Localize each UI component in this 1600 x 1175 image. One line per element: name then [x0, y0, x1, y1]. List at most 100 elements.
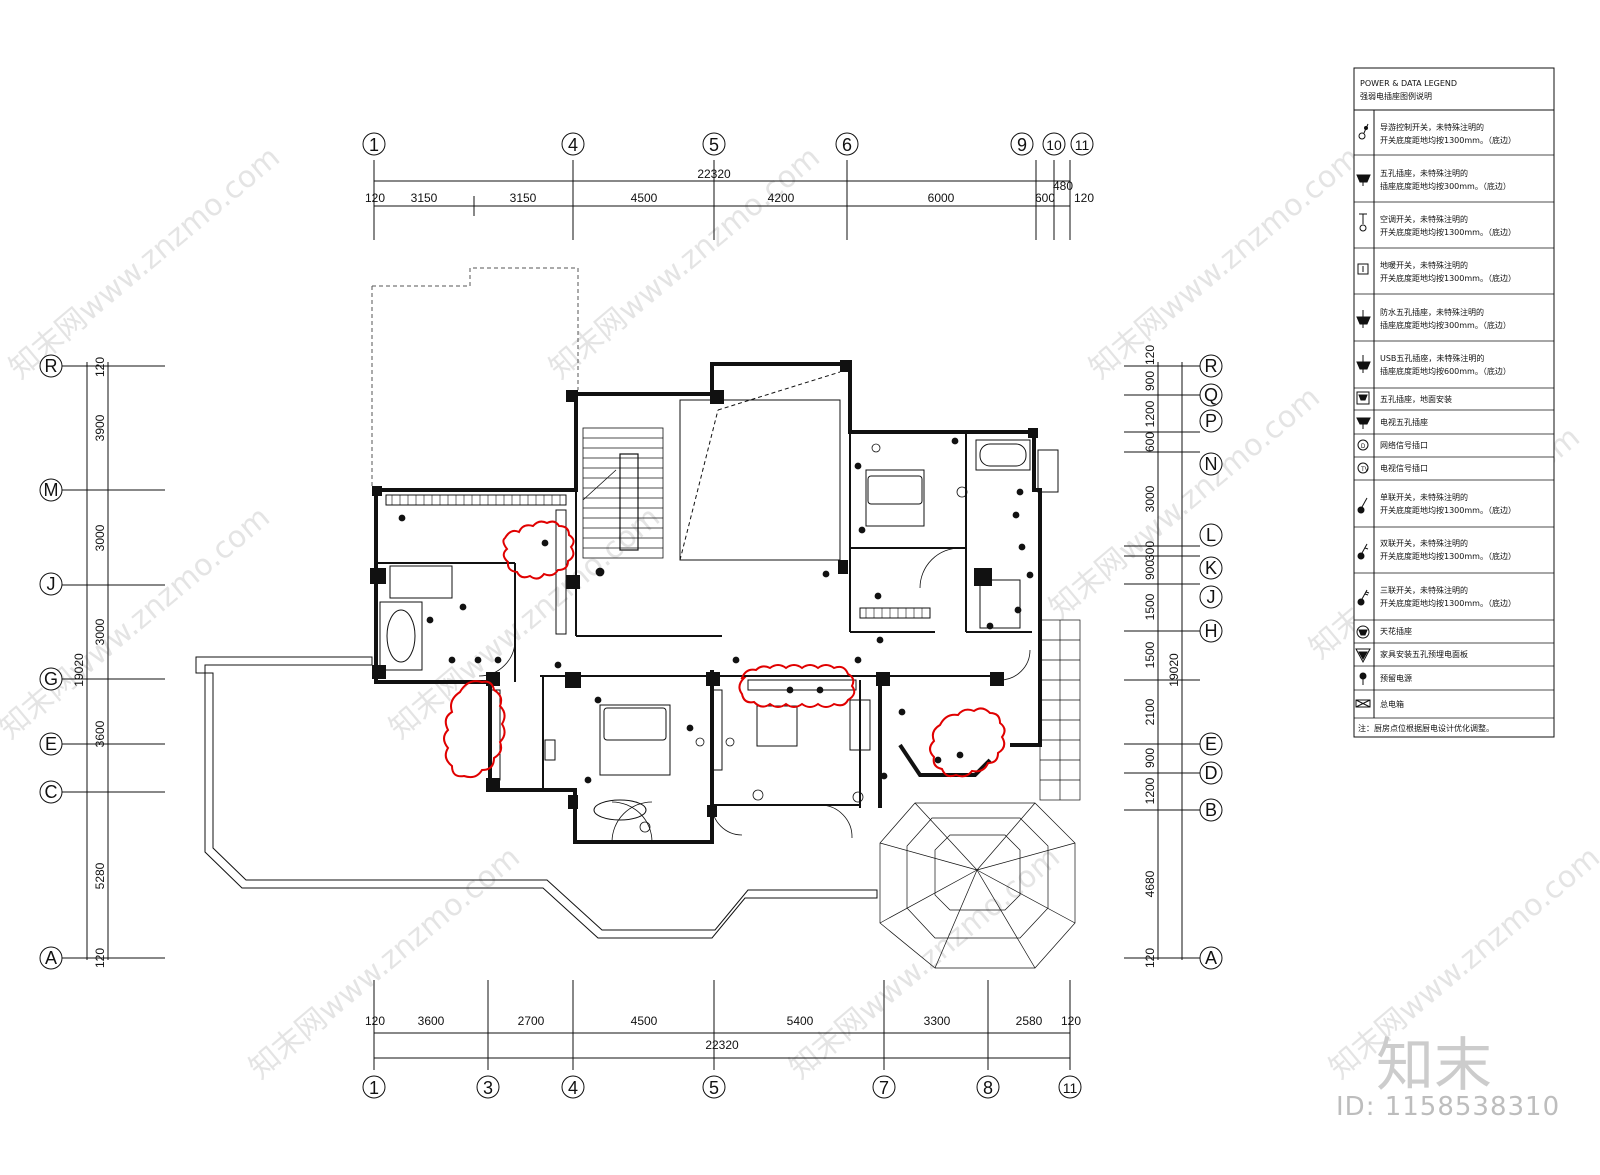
top-dim-4: 4200: [768, 191, 795, 205]
right-axis-P: P: [1205, 411, 1217, 431]
legend-table: POWER & DATA LEGEND 强弱电插座图例说明: [1353, 67, 1555, 738]
waterproof-socket-icon: [1356, 310, 1371, 328]
bottom-dim-7: 120: [1061, 1014, 1081, 1028]
right-dim-11: 1200: [1143, 777, 1157, 804]
tv-signal-port-icon: TV: [1357, 462, 1369, 474]
top-dim-3: 4500: [631, 191, 658, 205]
socket-5hole-icon: [1356, 174, 1371, 186]
legend-item-label: 开关底度距地均按1300mm。（底边）: [1380, 273, 1516, 283]
bottom-axis-3: 3: [483, 1078, 493, 1098]
legend-item-label: 三联开关，未特殊注明的: [1380, 585, 1468, 595]
top-dim-2: 3150: [510, 191, 537, 205]
watermark-text: 知末网www.znzmo.com: [3, 140, 287, 386]
tv-socket-icon: [1356, 417, 1371, 429]
legend-item-label: USB五孔插座，未特殊注明的: [1380, 353, 1484, 363]
bottom-axis-11: 11: [1063, 1080, 1078, 1096]
legend-title-cn: 强弱电插座图例说明: [1360, 91, 1432, 101]
exterior-walls: [374, 362, 1042, 844]
top-axis-9: 9: [1017, 135, 1027, 155]
legend-item-label: 开关底度距地均按1300mm。（底边）: [1380, 505, 1516, 515]
watermark-text: 知末网www.znzmo.com: [0, 500, 277, 746]
legend-item-label: 五孔插座，未特殊注明的: [1380, 168, 1468, 178]
right-axis-B: B: [1205, 800, 1217, 820]
bottom-dimension-labels: 120 3600 2700 4500 5400 3300 2580 120 22…: [365, 1014, 1081, 1052]
triple-switch-icon: [1357, 589, 1370, 606]
left-dim-4: 3600: [93, 720, 107, 747]
legend-item-label: 导游控制开关，未特殊注明的: [1380, 122, 1484, 132]
ceiling-socket-icon: [1356, 625, 1370, 639]
top-dimension-labels: 22320 120 3150 3150 4500 4200 6000 600 4…: [365, 167, 1094, 205]
right-dim-2: 1200: [1143, 400, 1157, 427]
svg-text:D: D: [1361, 444, 1366, 450]
top-axis-labels: 1 4 5 6 9 10 11: [369, 135, 1089, 155]
window-ticks: [391, 495, 923, 618]
top-axis-4: 4: [568, 135, 578, 155]
bottom-dimension-lines: [373, 980, 1071, 1070]
left-total-dim: 19020: [72, 653, 86, 687]
top-axis-1: 1: [369, 135, 379, 155]
usb-socket-icon: [1356, 355, 1371, 373]
legend-item-label: 五孔插座，地面安装: [1380, 394, 1452, 404]
right-dimension-lines: [1124, 362, 1200, 960]
legend-item-label: 开关底度距地均按1300mm。（底边）: [1380, 598, 1516, 608]
right-dim-12: 4680: [1143, 870, 1157, 897]
right-axis-A: A: [1205, 948, 1217, 968]
right-axis-J: J: [1207, 587, 1216, 607]
left-dimension-labels: 19020 120 3900 3000 3000 3600 5280 120: [72, 357, 107, 968]
distribution-box-icon: [1355, 699, 1371, 708]
single-switch-icon: [1357, 497, 1368, 514]
left-axis-M: M: [44, 480, 59, 500]
structure-columns: [370, 360, 1038, 817]
top-dimension-lines: [373, 160, 1071, 240]
dashed-void-outline: [372, 267, 579, 390]
legend-item-label: 插座底度距地均按300mm。（底边）: [1380, 320, 1511, 330]
reserved-power-icon: [1359, 672, 1367, 685]
bottom-dim-0: 120: [365, 1014, 385, 1028]
left-axis-labels: R M J G E C A: [44, 356, 59, 968]
legend-item-label: 地暖开关，未特殊注明的: [1380, 260, 1468, 270]
legend-item-label: 电视信号插口: [1380, 463, 1428, 473]
right-dim-1: 900: [1143, 371, 1157, 391]
legend-item-label: 插座底度距地均按600mm。（底边）: [1380, 366, 1511, 376]
right-dim-7: 1500: [1143, 593, 1157, 620]
top-axis-11: 11: [1075, 137, 1090, 153]
right-axis-markers: [1199, 354, 1223, 970]
right-axis-Q: Q: [1204, 385, 1218, 405]
left-axis-C: C: [45, 782, 58, 802]
left-axis-J: J: [47, 574, 56, 594]
interior-walls: [376, 394, 1032, 808]
legend-item-label: 预留电源: [1380, 673, 1412, 683]
legend-item-label: 防水五孔插座，未特殊注明的: [1380, 307, 1484, 317]
top-total-dim: 22320: [697, 167, 731, 181]
right-axis-labels: R Q P N L K J H E D B A: [1204, 356, 1218, 968]
svg-text:TV: TV: [1361, 467, 1369, 473]
legend-item-label: 天花插座: [1380, 626, 1412, 636]
top-dim-6: 600: [1035, 191, 1055, 205]
top-dim-7: 480: [1053, 179, 1073, 193]
right-dim-13: 120: [1143, 948, 1157, 968]
left-dim-3: 3000: [93, 618, 107, 645]
right-dim-0: 120: [1143, 345, 1157, 365]
left-dim-5: 5280: [93, 862, 107, 889]
top-dim-5: 6000: [928, 191, 955, 205]
watermark-text: 知末网www.znzmo.com: [783, 840, 1067, 1086]
right-axis-E: E: [1205, 734, 1217, 754]
bottom-axis-1: 1: [369, 1078, 379, 1098]
bottom-axis-labels: 1 3 4 5 7 8 11: [369, 1078, 1077, 1098]
double-height-void: [679, 371, 841, 561]
floor-socket-icon: [1356, 391, 1370, 405]
left-dim-6: 120: [93, 948, 107, 968]
right-dim-6: 900: [1143, 560, 1157, 580]
watermark-text: 知末网www.znzmo.com: [243, 840, 527, 1086]
bottom-dim-1: 3600: [418, 1014, 445, 1028]
bottom-dim-4: 5400: [787, 1014, 814, 1028]
legend-item-label: 总电箱: [1380, 699, 1404, 709]
bottom-dim-3: 4500: [631, 1014, 658, 1028]
legend-row-lines: [1354, 154, 1554, 719]
left-axis-markers: [39, 354, 63, 970]
right-axis-K: K: [1205, 558, 1217, 578]
legend-item-label: 开关底度距地均按1300mm。（底边）: [1380, 551, 1516, 561]
right-dimension-labels: 19020 120 900 1200 600 3000 300 900 1500…: [1143, 345, 1181, 968]
network-port-icon: D: [1357, 439, 1369, 451]
left-dimension-lines: [62, 362, 165, 960]
